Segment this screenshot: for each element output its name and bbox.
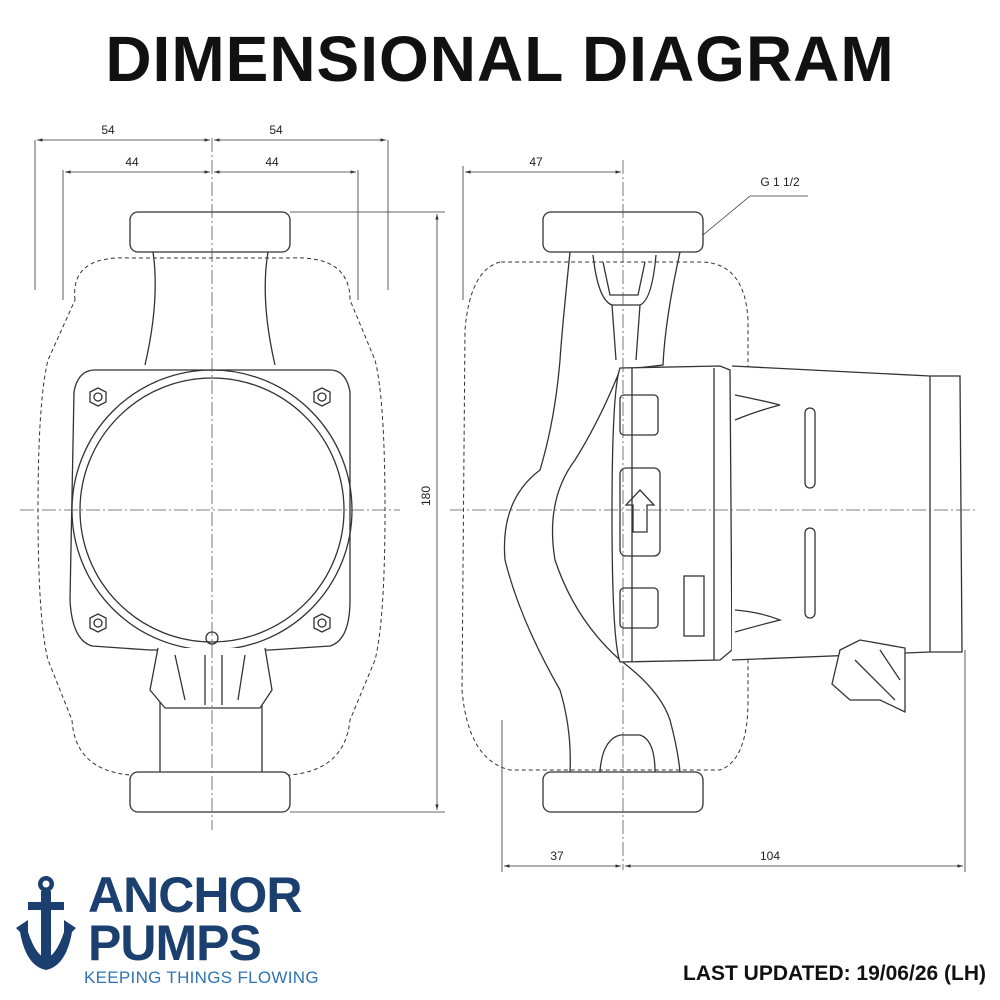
terminal-box xyxy=(831,639,906,714)
dim-side-bottom-right: 104 xyxy=(760,849,780,863)
dim-thread-size: G 1 1/2 xyxy=(760,175,800,189)
last-updated: LAST UPDATED: 19/06/26 (LH) xyxy=(683,962,986,985)
front-dimensions xyxy=(34,138,445,813)
dim-front-height: 180 xyxy=(419,486,433,506)
top-flange xyxy=(129,211,291,253)
dim-front-inner-left: 44 xyxy=(125,155,139,169)
bolt-heads xyxy=(89,387,331,633)
side-dimensions xyxy=(462,166,966,872)
front-centerlines xyxy=(20,138,400,830)
dim-side-bottom-left: 37 xyxy=(550,849,564,863)
brand-tagline: KEEPING THINGS FLOWING xyxy=(84,968,319,987)
dim-front-outer-right: 54 xyxy=(269,123,283,137)
anchor-icon xyxy=(16,876,76,970)
flow-arrow-icon xyxy=(624,489,656,533)
front-view xyxy=(37,211,386,813)
dim-side-top-offset: 47 xyxy=(529,155,543,169)
brand-name-line1: ANCHOR xyxy=(88,867,302,923)
flow-arrow-panel xyxy=(619,467,661,557)
bottom-flange xyxy=(129,771,291,813)
dim-front-outer-left: 54 xyxy=(101,123,115,137)
dim-front-inner-right: 44 xyxy=(265,155,279,169)
brand-logo: ANCHOR PUMPS KEEPING THINGS FLOWING xyxy=(14,868,354,993)
connector-box xyxy=(149,647,273,709)
page-title: DIMENSIONAL DIAGRAM xyxy=(105,23,895,95)
side-view xyxy=(461,211,963,813)
side-centerlines xyxy=(450,160,975,870)
brand-name-line2: PUMPS xyxy=(88,915,262,971)
